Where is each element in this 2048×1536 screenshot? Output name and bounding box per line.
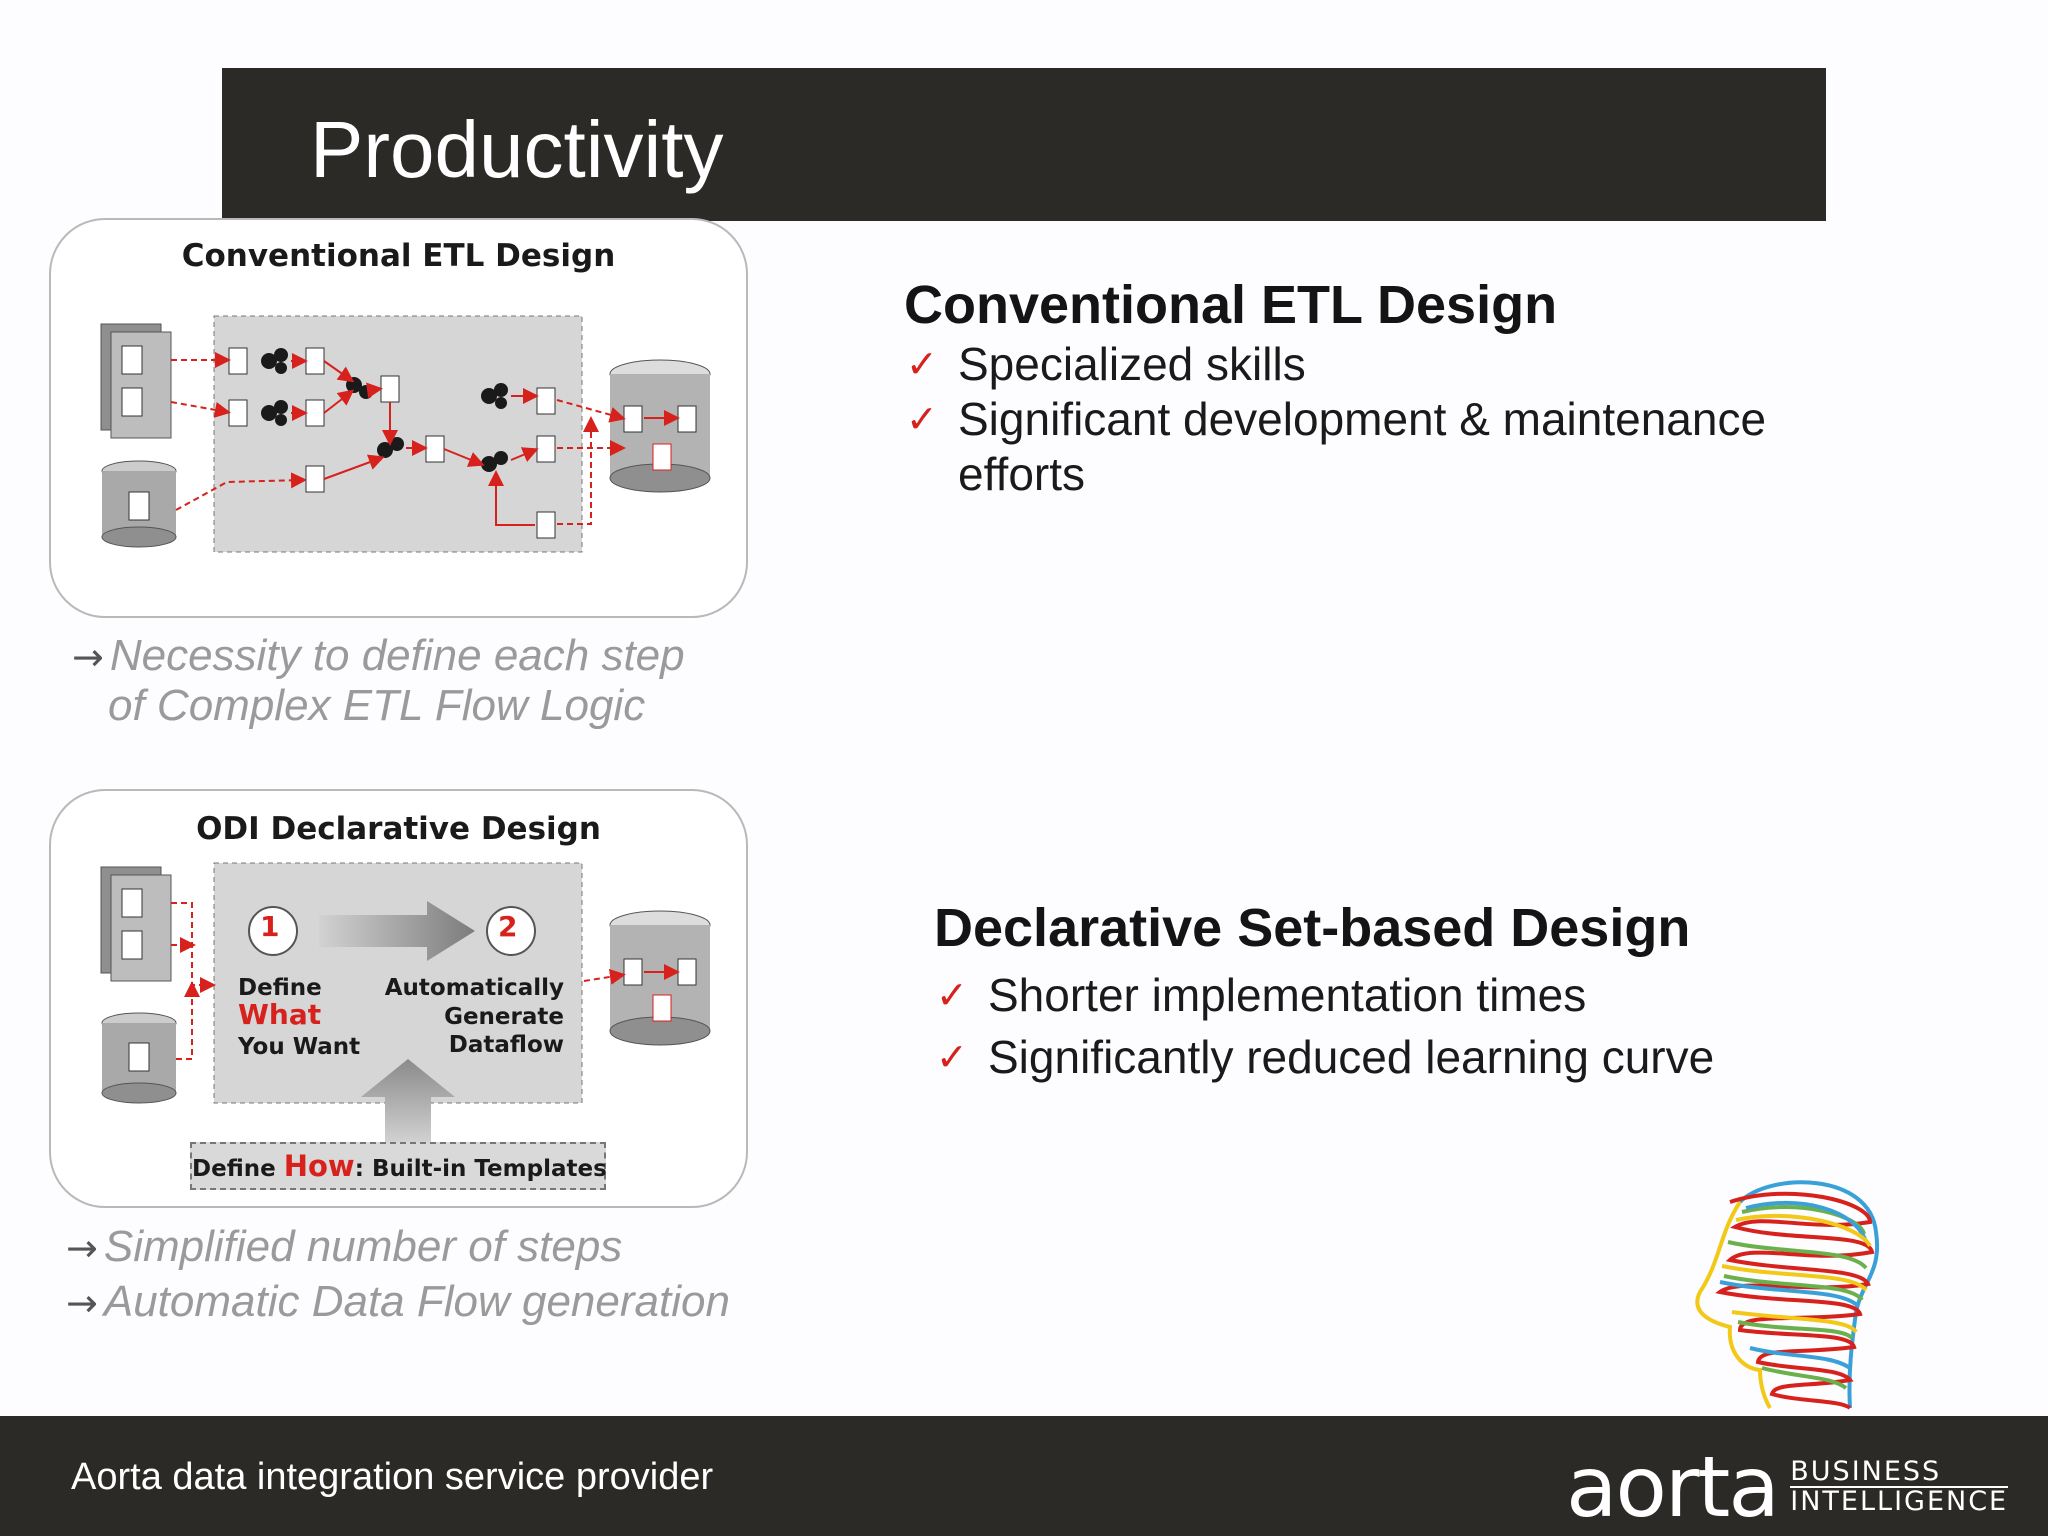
odi-declarative-diagram: ODI Declarative Design [49, 789, 748, 1208]
diagram-title: Conventional ETL Design [181, 238, 616, 274]
title-bar: Productivity [222, 68, 1826, 221]
caption-line: of Complex ETL Flow Logic [108, 681, 646, 730]
conventional-etl-diagram: Conventional ETL Design [49, 218, 748, 618]
diagram-title: ODI Declarative Design [196, 811, 601, 847]
auto-line: Generate [444, 1004, 564, 1030]
arrow-icon: → [66, 1226, 98, 1270]
bullet-item: ✓Significant development & maintenance [906, 393, 1767, 445]
step-2-number: 2 [498, 910, 518, 943]
what-label: What [238, 998, 322, 1031]
bullet-continuation: efforts [958, 448, 1085, 500]
caption-line: →Simplified number of steps [66, 1222, 623, 1271]
slide-title: Productivity [310, 105, 724, 194]
check-icon: ✓ [936, 973, 968, 1017]
conventional-heading: Conventional ETL Design [904, 275, 1558, 335]
odi-flow-graphic [100, 862, 711, 1143]
declarative-bullets: ✓Shorter implementation times ✓Significa… [936, 964, 1714, 1088]
auto-line: Dataflow [448, 1032, 564, 1058]
caption-line: →Automatic Data Flow generation [66, 1277, 730, 1326]
conventional-bullets: ✓Specialized skills ✓Significant develop… [906, 337, 1766, 502]
auto-line: Automatically [384, 975, 564, 1001]
bullet-item: ✓Significantly reduced learning curve [936, 1026, 1714, 1088]
arrow-icon: → [72, 635, 104, 679]
caption-line: →Necessity to define each step [72, 631, 685, 680]
brand-wordmark: aorta [1566, 1438, 1780, 1536]
head-logo-icon [1695, 1180, 1880, 1410]
brand-subtitle: BUSINESS INTELLIGENCE [1790, 1456, 2009, 1517]
check-icon: ✓ [906, 397, 938, 441]
footer-bar: Aorta data integration service provider … [0, 1416, 2048, 1536]
templates-box: Define How: Built-in Templates [190, 1142, 607, 1190]
step-1-number: 1 [260, 910, 280, 943]
aorta-brand-logo: aorta BUSINESS INTELLIGENCE [1566, 1438, 2009, 1536]
footer-tagline: Aorta data integration service provider [71, 1456, 714, 1498]
etl-flow-graphic [100, 315, 711, 553]
check-icon: ✓ [936, 1035, 968, 1079]
declarative-heading: Declarative Set-based Design [934, 898, 1691, 958]
bullet-item: ✓Specialized skills [906, 338, 1306, 390]
check-icon: ✓ [906, 342, 938, 386]
bullet-item: ✓Shorter implementation times [936, 964, 1714, 1026]
you-want-label: You Want [238, 1034, 361, 1060]
define-label: Define [238, 975, 322, 1001]
arrow-icon: → [66, 1281, 98, 1325]
